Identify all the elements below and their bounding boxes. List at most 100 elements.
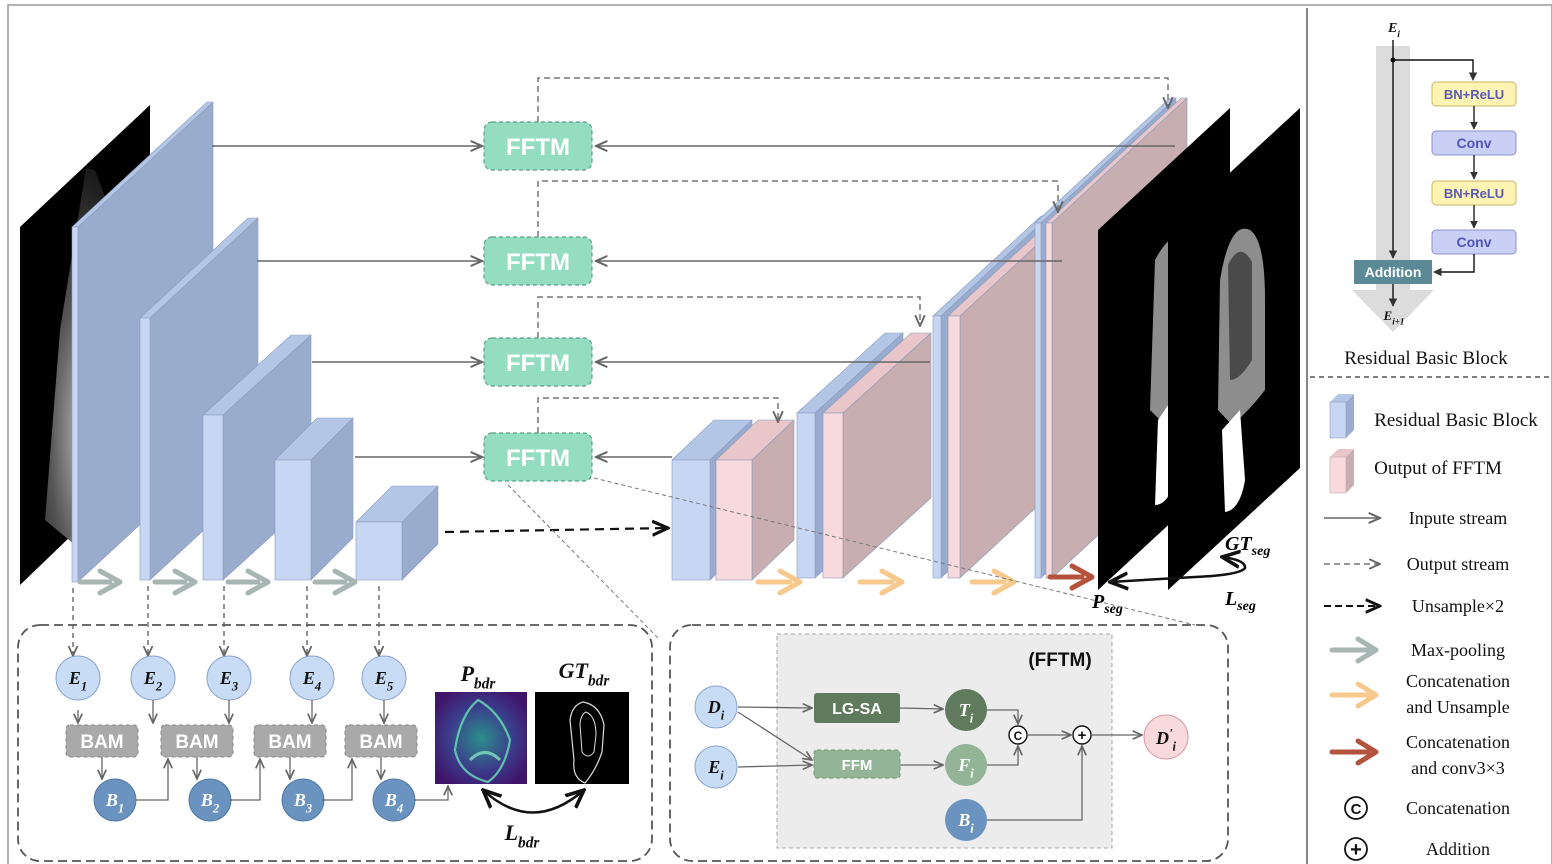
decoder-rbb-4-front — [1034, 222, 1042, 579]
legend-add-symbol-label: + — [1350, 839, 1362, 861]
decoder-fftm-output-2 — [822, 332, 932, 579]
bam-box-2-label: BAM — [175, 732, 218, 753]
decoder-fftm-output-2-front — [822, 412, 844, 579]
e-node-1 — [55, 655, 101, 701]
residual-step-2-label: Conv — [1457, 135, 1492, 151]
e-to-ffm — [737, 765, 812, 767]
e-node-5-label: E5 — [374, 668, 393, 693]
decoder-fftm-output-1 — [715, 419, 795, 581]
bam-box-3 — [253, 724, 327, 758]
fftm-box-4-label: FFTM — [506, 445, 570, 472]
f-node-label: Fi — [957, 755, 974, 780]
d-to-ffm — [737, 711, 812, 760]
output-stream-2 — [537, 180, 1058, 237]
p-bdr-label: Pbdr — [460, 661, 497, 693]
p-bdr-image-bg — [435, 692, 527, 784]
concat-upsample-arrow-1-head — [777, 568, 803, 596]
legend-residual-icon-side — [1346, 394, 1354, 438]
fftm-box-2: FFTM — [483, 236, 593, 286]
t-node-label: Ti — [959, 700, 974, 725]
e-node — [694, 745, 738, 789]
legend-concatenation-label: Concatenation — [1406, 798, 1510, 818]
lgsa-label: LG-SA — [832, 701, 882, 718]
legend-upsample-label: Unsample×2 — [1412, 596, 1504, 616]
encoder-block-2-front — [139, 317, 151, 581]
legend-output-stream-label: Output stream — [1407, 554, 1509, 574]
add-symbol-label: + — [1078, 727, 1087, 744]
residual-to-addition — [1433, 254, 1475, 277]
legend-concat-symbol — [1344, 796, 1368, 820]
concat-symbol-label: C — [1014, 729, 1023, 743]
decoder-rbb-2-front — [796, 412, 816, 579]
output-stream-4 — [537, 397, 778, 433]
max-pool-arrow-3-head — [245, 568, 271, 596]
encoder-block-3-front — [202, 414, 224, 581]
zoom-line-right — [593, 477, 1196, 626]
legend-concat-conv-label: Concatenation — [1406, 732, 1510, 752]
b-to-add — [987, 746, 1082, 821]
concat-upsample-arrow-3-head — [991, 568, 1017, 596]
b-to-bam-4 — [322, 759, 352, 801]
legend-concat-upsample-label: Concatenation — [1406, 671, 1510, 691]
b-to-bam-3 — [230, 759, 260, 801]
b4-to-pbdr — [415, 786, 448, 801]
legend-concat-conv-arrow — [1329, 738, 1379, 766]
bam-box-3-label: BAM — [268, 732, 311, 753]
legend-input-stream-label: Inpute stream — [1409, 508, 1507, 528]
residual-step-4-label: Conv — [1457, 234, 1492, 250]
seg-loss: Pseg GTseg Lseg — [1091, 533, 1270, 617]
legend-fftm-output-icon-side — [1346, 449, 1354, 493]
fftm-box-4: FFTM — [483, 432, 593, 482]
residual-branch-line — [1393, 59, 1478, 81]
fftm-box-1-label: FFTM — [506, 134, 570, 161]
max-pool-arrow-1 — [77, 568, 123, 596]
max-pool-arrow-4 — [312, 568, 358, 596]
fftm-box-3: FFTM — [483, 337, 593, 387]
residual-step-1-label: BN+ReLU — [1444, 87, 1504, 102]
concat-upsample-arrow-2-head — [879, 568, 905, 596]
encoder-block-4-front — [274, 459, 312, 581]
b-node — [945, 799, 987, 841]
f-to-concat — [987, 746, 1018, 766]
decoder-fftm-output-4-front — [1045, 222, 1053, 579]
gt-bdr-label: GTbdr — [559, 658, 611, 690]
e-node-label: Ei — [707, 757, 724, 782]
encoder-block-5 — [355, 485, 439, 581]
encoder-block-4 — [274, 417, 354, 581]
d-node-label: Di — [707, 697, 725, 722]
legend-residual-icon-front — [1329, 401, 1347, 439]
fftm-detail-title: (FFTM) — [1028, 650, 1091, 671]
figure-frame — [7, 4, 1552, 864]
ffm-label: FFM — [842, 757, 873, 774]
bam-box-2 — [160, 724, 234, 758]
gt-bdr-image — [535, 692, 629, 784]
max-pool-arrow-2 — [152, 568, 198, 596]
e-node-2-label: E2 — [143, 668, 163, 693]
output-stream-1 — [537, 77, 1168, 122]
b-node-4-label: B4 — [384, 790, 403, 815]
concat-conv-arrow — [1047, 563, 1095, 591]
residual-step-3-label: BN+ReLU — [1444, 186, 1504, 201]
segmentation-gt-image — [1168, 108, 1300, 590]
fftm-detail-bg — [776, 633, 1113, 849]
bdr-loss-label: Lbdr — [504, 820, 541, 852]
b-node-2-label: B2 — [200, 790, 220, 815]
legend-add-symbol — [1344, 837, 1368, 861]
p-bdr-contour — [453, 698, 512, 784]
residual-basic-block: EiBN+ReLUConvBN+ReLUConvAdditionEi+1Resi… — [1344, 21, 1517, 369]
legend-concat-conv-label-2: and conv3×3 — [1411, 758, 1505, 778]
bam-box-1 — [65, 724, 139, 758]
out-node-label: D'i — [1155, 727, 1177, 754]
concat-upsample-arrow-3 — [969, 568, 1017, 596]
bottleneck-upsample-arrow — [444, 528, 668, 532]
concat-upsample-arrow-1 — [755, 568, 803, 596]
b-to-bam-2 — [136, 759, 168, 801]
f-node — [945, 744, 987, 786]
decoder-rbb-3-front — [932, 315, 942, 579]
b-node-label: Bi — [957, 810, 974, 835]
residual-output-label: Ei+1 — [1383, 308, 1405, 327]
d-to-lgsa — [737, 707, 812, 708]
fftm-box-2-label: FFTM — [506, 249, 570, 276]
